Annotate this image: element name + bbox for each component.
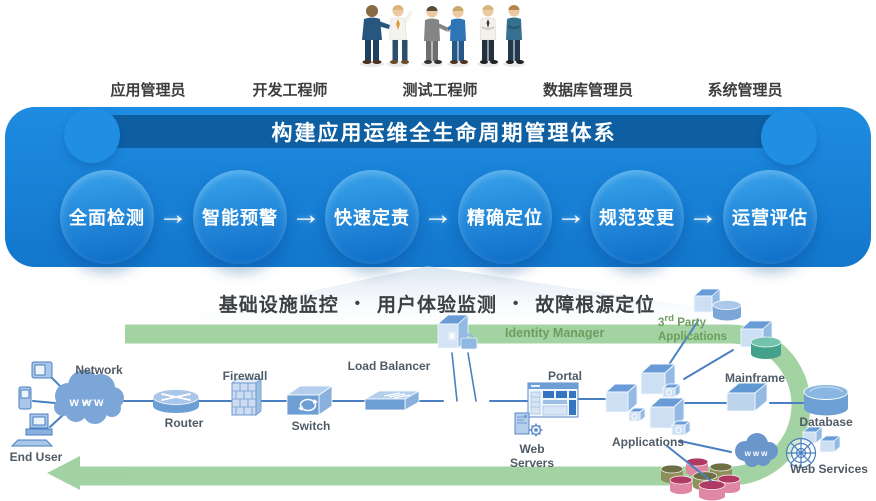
step-circle-6: 运营评估 bbox=[723, 170, 817, 264]
monitoring-item-user-experience: 用户体验监测 bbox=[376, 295, 498, 316]
firewall-icon bbox=[230, 378, 263, 416]
gear-box-icon bbox=[627, 407, 647, 422]
node-label-portal: Portal bbox=[547, 369, 583, 383]
network-cloud-icon: www bbox=[54, 370, 124, 424]
person-figure-5 bbox=[477, 5, 499, 67]
node-label-web-servers: Web Servers bbox=[509, 442, 555, 470]
mainframe-icon bbox=[725, 382, 769, 412]
role-label-dba: 数据库管理员 bbox=[542, 82, 634, 99]
banner-deco-circle-left bbox=[64, 107, 120, 163]
end-user-devices-icon bbox=[10, 361, 54, 447]
monitoring-capability-row: 基础设施监控 • 用户体验监测 • 故障根源定位 bbox=[219, 290, 656, 317]
role-label-dev-engineer: 开发工程师 bbox=[252, 82, 328, 99]
node-label-mainframe: Mainframe bbox=[724, 371, 786, 385]
node-label-load-balancer: Load Balancer bbox=[347, 359, 431, 373]
node-label-identity-manager: Identity Manager bbox=[505, 326, 605, 340]
connector-apps-to-db bbox=[666, 445, 712, 482]
people-illustration bbox=[360, 5, 525, 67]
identity-manager-icon bbox=[436, 314, 478, 350]
person-figure-2 bbox=[387, 5, 413, 67]
banner-deco-circle-right bbox=[761, 109, 817, 165]
role-label-test-engineer: 测试工程师 bbox=[402, 82, 478, 99]
gear-box-icon bbox=[670, 420, 692, 436]
banner-title-band: 构建应用运维全生命周期管理体系 bbox=[105, 115, 783, 148]
bullet-separator: • bbox=[513, 295, 520, 312]
third-party-apps-icon bbox=[692, 288, 742, 321]
node-label-web-services: Web Services bbox=[790, 462, 868, 476]
role-label-app-admin: 应用管理员 bbox=[110, 82, 186, 99]
step-circle-4: 精确定位 bbox=[458, 170, 552, 264]
step-arrow-icon: → bbox=[556, 198, 586, 231]
step-arrow-icon: → bbox=[688, 198, 718, 231]
band-cube-cylinder-icon bbox=[739, 320, 782, 359]
bullet-separator: • bbox=[354, 295, 361, 312]
step-circle-3: 快速定责 bbox=[325, 170, 419, 264]
red-database-cluster-icon bbox=[660, 457, 741, 501]
node-label-firewall: Firewall bbox=[222, 369, 268, 383]
person-figure-1 bbox=[360, 5, 390, 67]
banner-title: 构建应用运维全生命周期管理体系 bbox=[271, 121, 617, 145]
node-label-switch: Switch bbox=[291, 419, 331, 433]
web-servers-icon bbox=[514, 412, 543, 437]
web-services-icon bbox=[785, 426, 841, 469]
step-arrow-icon: → bbox=[158, 198, 188, 231]
green-flow-arrowhead-icon bbox=[47, 456, 80, 490]
small-www-cloud-icon: www bbox=[735, 433, 778, 467]
db-cylinder-icon bbox=[669, 475, 693, 494]
gear-box-icon bbox=[661, 383, 682, 398]
load-balancer-icon bbox=[363, 390, 421, 411]
step-circle-5: 规范变更 bbox=[590, 170, 684, 264]
person-figure-3 bbox=[421, 6, 452, 67]
small-cloud-www-text: www bbox=[744, 449, 770, 458]
node-label-network: Network bbox=[75, 363, 123, 377]
step-circle-2: 智能预警 bbox=[193, 170, 287, 264]
router-icon bbox=[152, 389, 200, 413]
third-party-line1: 3rd Party bbox=[658, 313, 706, 329]
monitoring-item-root-cause: 故障根源定位 bbox=[535, 295, 656, 316]
node-label-third-party-apps: 3rd Party Applications bbox=[658, 313, 727, 344]
third-party-line2: Applications bbox=[658, 330, 728, 343]
node-label-end-user: End User bbox=[9, 450, 63, 464]
node-label-applications: Applications bbox=[611, 435, 685, 449]
cloud-www-text: www bbox=[68, 395, 106, 409]
portal-icon bbox=[527, 382, 579, 418]
node-label-database: Database bbox=[799, 415, 853, 429]
step-circle-1: 全面检测 bbox=[60, 170, 154, 264]
applications-icon bbox=[604, 362, 692, 436]
db-cylinder-icon bbox=[698, 480, 726, 501]
person-figure-4 bbox=[447, 6, 469, 67]
step-arrow-icon: → bbox=[423, 198, 453, 231]
database-icon bbox=[803, 384, 849, 416]
monitoring-item-infrastructure: 基础设施监控 bbox=[218, 295, 339, 316]
funnel-fan bbox=[112, 266, 874, 334]
person-figure-6 bbox=[503, 5, 525, 67]
role-label-sys-admin: 系统管理员 bbox=[707, 82, 783, 99]
node-label-router: Router bbox=[164, 416, 204, 430]
step-arrow-icon: → bbox=[291, 198, 321, 231]
switch-icon bbox=[285, 385, 334, 416]
